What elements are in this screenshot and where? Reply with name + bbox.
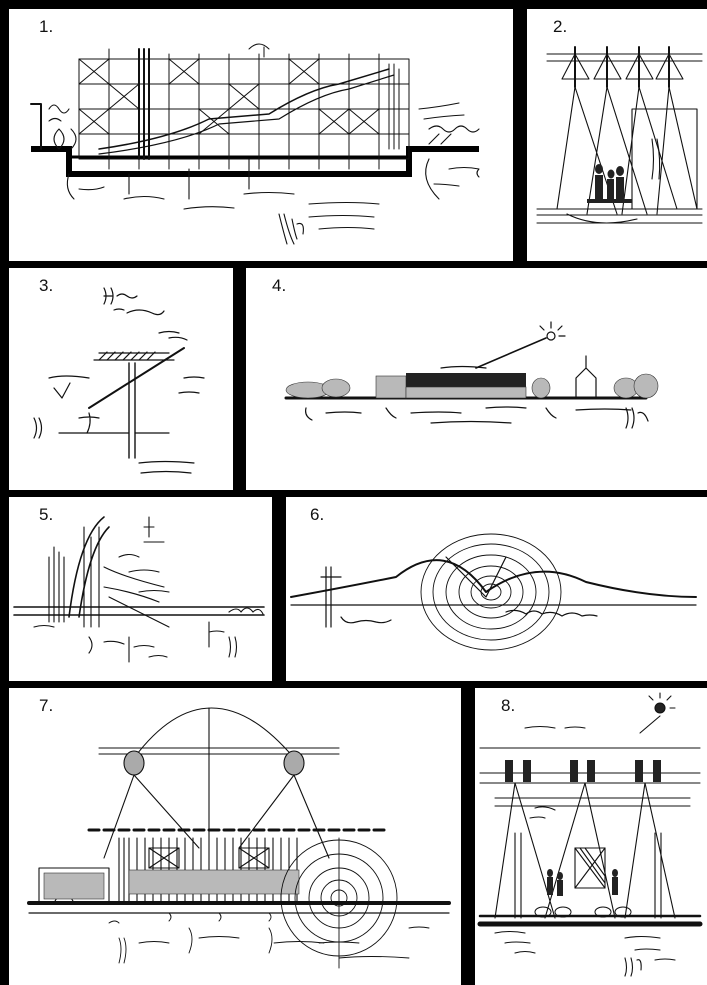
sketch-panel-5: 5. [9, 497, 272, 681]
sketch-panel-1: 1. [9, 9, 513, 261]
panel-8-number: 8. [501, 696, 516, 715]
panel-5-number: 5. [39, 505, 54, 524]
panel-3-drawing [33, 287, 205, 474]
sketch-panel-2: 2. [527, 9, 707, 261]
sketch-panel-6: 6. [286, 497, 707, 681]
panel-6-drawing [290, 533, 697, 651]
sketch-panel-4: 4. [246, 268, 707, 490]
panel-3-number: 3. [39, 276, 54, 295]
panel-5-drawing [13, 516, 265, 663]
panel-2-number: 2. [553, 17, 568, 36]
panel-4-number: 4. [272, 276, 287, 295]
panel-4-drawing [284, 321, 659, 429]
panel-7-number: 7. [39, 696, 54, 715]
sketch-panel-8: 8. [475, 688, 707, 985]
panel-6-number: 6. [310, 505, 325, 524]
sketch-panel-3: 3. [9, 268, 233, 490]
panel-8-drawing [477, 692, 703, 977]
panel-2-drawing [536, 46, 703, 224]
panel-1-drawing [30, 43, 480, 245]
panel-7-drawing [27, 707, 451, 969]
panel-1-number: 1. [39, 17, 54, 36]
sketch-panel-7: 7. [9, 688, 461, 985]
